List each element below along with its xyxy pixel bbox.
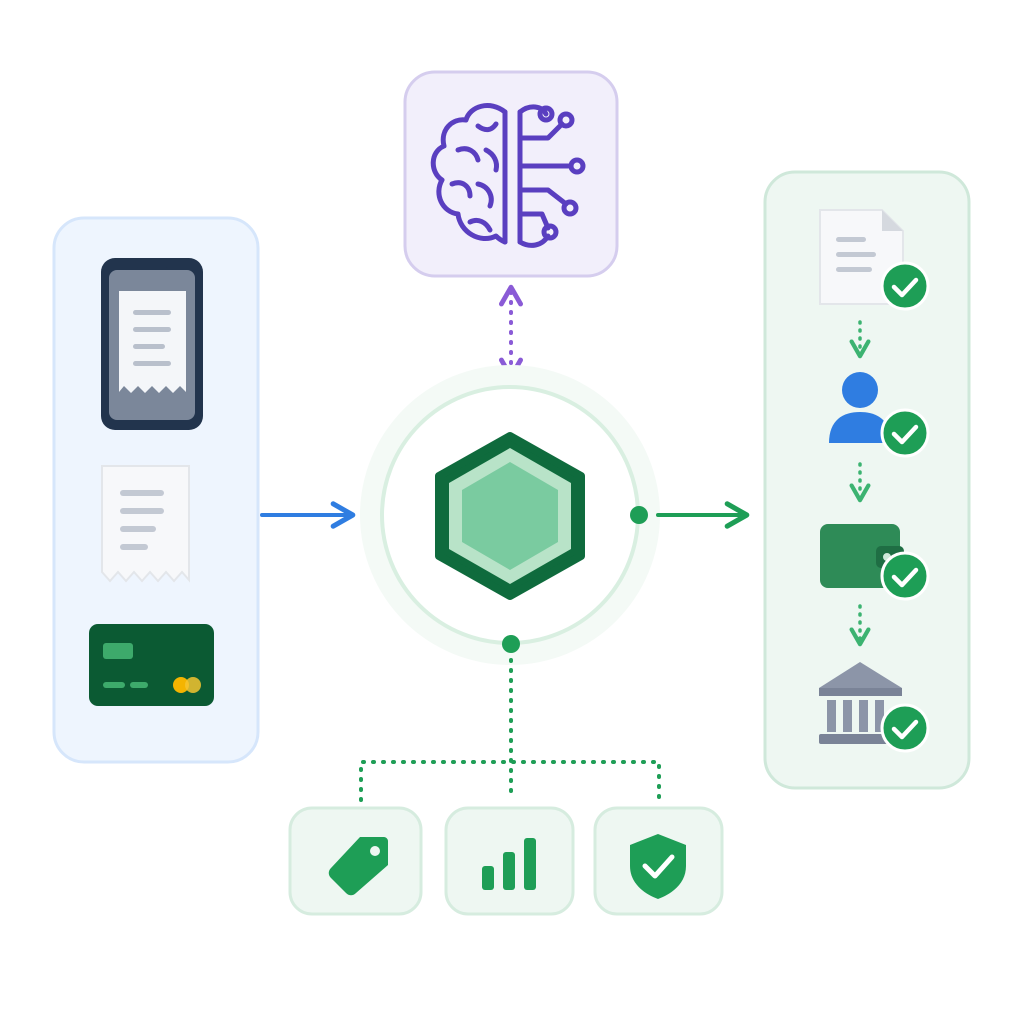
shield-check-icon — [630, 834, 686, 899]
bar-chart-icon — [482, 838, 536, 890]
wallet-check-icon — [820, 524, 930, 601]
bank-check-icon — [819, 662, 930, 753]
hub-bottom-node — [502, 635, 520, 653]
output-panel — [763, 170, 971, 790]
module-security — [593, 806, 724, 916]
credit-card-icon — [89, 624, 214, 706]
user-check-icon — [829, 372, 930, 458]
processing-hub — [360, 365, 660, 665]
processing-hub-icon — [435, 432, 585, 600]
paper-receipt-icon — [101, 465, 190, 583]
phone-receipt-icon — [101, 258, 203, 430]
module-connector — [359, 658, 661, 802]
input-panel — [52, 216, 260, 764]
ai-brain-icon — [430, 103, 586, 248]
document-check-icon — [819, 209, 930, 311]
ai-panel — [403, 70, 619, 278]
hub-right-node — [630, 506, 648, 524]
module-tag — [288, 806, 423, 916]
price-tag-icon — [328, 837, 388, 896]
module-chart — [444, 806, 575, 916]
